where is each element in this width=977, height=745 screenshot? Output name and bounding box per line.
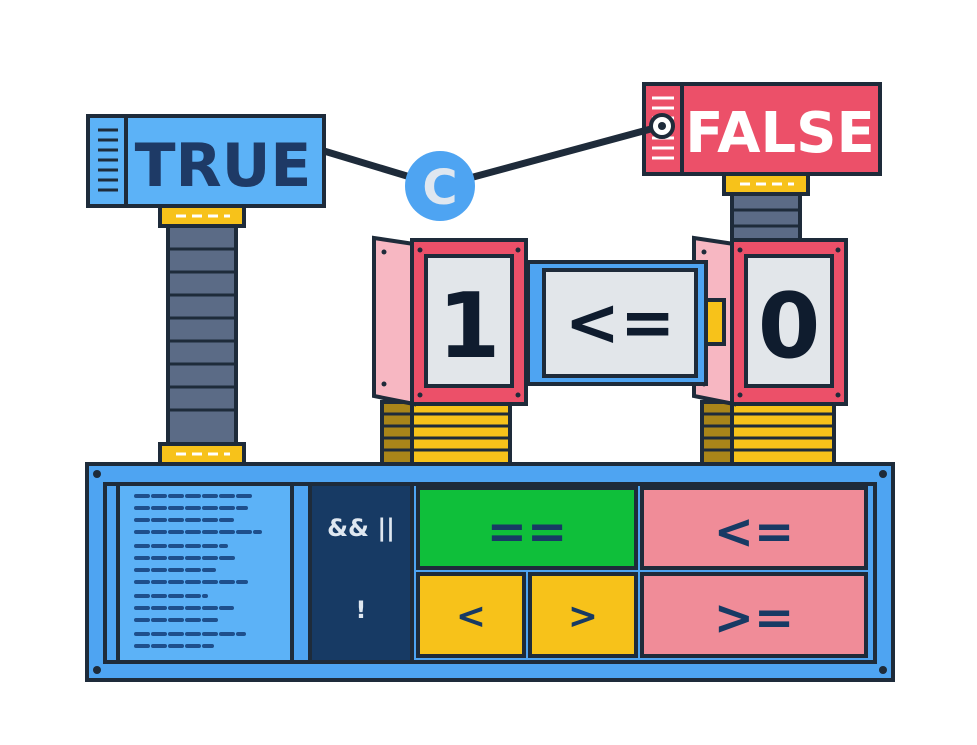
control-panel: && || ! == <= < > >= (85, 462, 895, 682)
less-label: < (456, 596, 486, 637)
equal-button[interactable]: == (416, 486, 638, 570)
equal-label: == (487, 504, 567, 560)
connector-label: C (422, 160, 457, 216)
connector-knob (405, 151, 475, 221)
left-operand-machine: 1 (372, 235, 528, 466)
right-operand-machine: 0 (692, 235, 848, 466)
greater-equal-button[interactable]: >= (640, 572, 868, 658)
connector-wire: C (322, 113, 675, 221)
left-operand: 1 (438, 274, 501, 379)
operator-label: <= (565, 284, 676, 361)
true-tower (158, 204, 246, 466)
logic-not-label: ! (356, 596, 367, 624)
code-list-screen (116, 482, 312, 664)
greater-button[interactable]: > (528, 572, 638, 658)
right-operand: 0 (758, 274, 821, 379)
logic-and-or-label: && || (327, 514, 395, 542)
greater-equal-label: >= (714, 590, 794, 646)
true-sign: TRUE (86, 114, 326, 208)
less-equal-label: <= (714, 504, 794, 560)
false-label: FALSE (685, 101, 874, 166)
operator-box: <= (526, 260, 726, 386)
logic-operators-panel: && || ! (308, 482, 414, 664)
false-tower (722, 172, 810, 244)
greater-label: > (568, 596, 598, 637)
true-label: TRUE (135, 131, 312, 201)
less-equal-button[interactable]: <= (640, 486, 868, 570)
false-sign: FALSE (642, 82, 882, 176)
less-button[interactable]: < (416, 572, 526, 658)
